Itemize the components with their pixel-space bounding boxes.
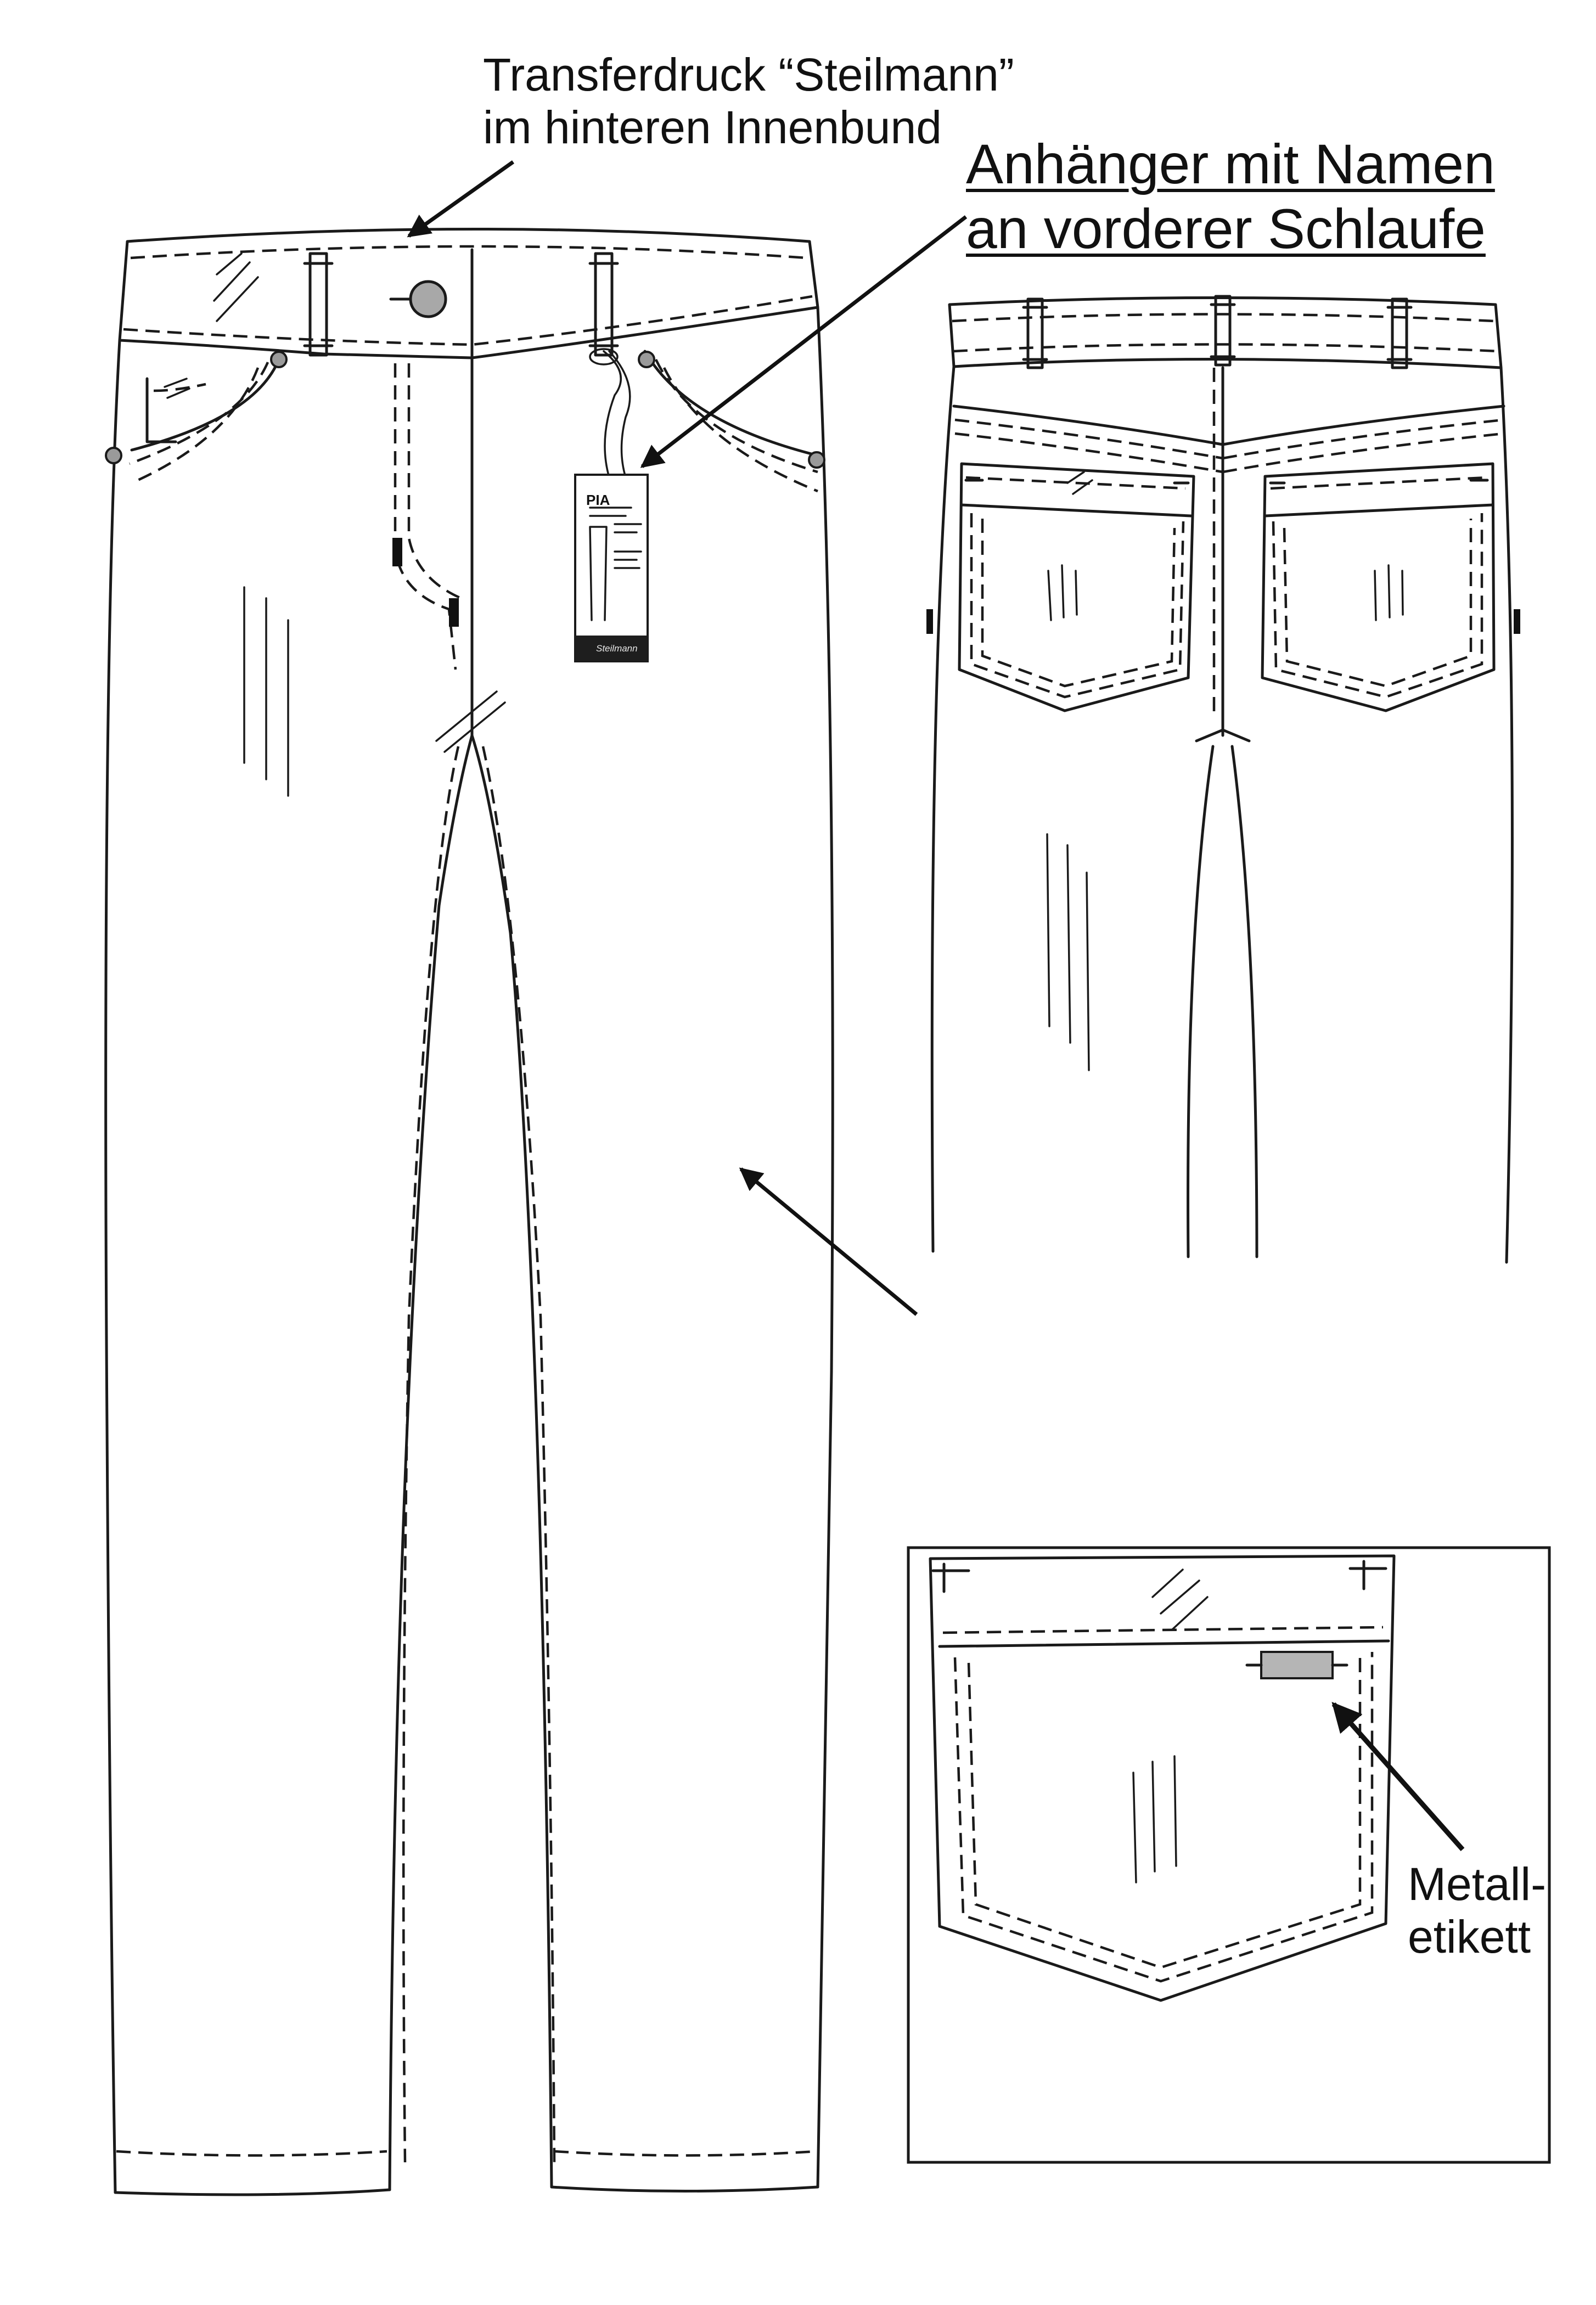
fly-stitching [394, 363, 457, 670]
front-right-leg-outline [816, 306, 834, 2189]
back-view-jeans [926, 295, 1520, 1264]
front-waistband [118, 228, 819, 359]
back-pocket-left [958, 462, 1195, 712]
pocket-detail-inset [907, 1546, 1551, 2164]
rivet [105, 447, 122, 464]
annotation-line: an vorderer Schlaufe [966, 198, 1486, 260]
annotation-line: Anhänger mit Namen [966, 133, 1495, 195]
back-right-leg-outline [1499, 366, 1514, 1264]
annotation-line: im hinteren Innenbund [483, 102, 942, 153]
belt-loop-right [594, 252, 614, 357]
hang-tag-brand: Steilmann [596, 643, 638, 654]
metal-label [1260, 1651, 1334, 1679]
back-pocket-right [1261, 462, 1496, 712]
front-view-jeans [104, 228, 834, 2196]
belt-loop-left [308, 252, 328, 357]
front-pocket-right [643, 350, 819, 457]
hang-tag-style-name: PIA [586, 492, 610, 508]
arrow-front-leg [739, 1167, 918, 1316]
arrow-hang-tag [640, 215, 968, 468]
rivet [270, 351, 288, 368]
annotation-line: etikett [1408, 1911, 1531, 1963]
arrow-transfer-print [407, 160, 515, 238]
annotation-metal-label: Metall- etikett [1408, 1858, 1546, 1963]
detail-pocket-outline [929, 1554, 1396, 2002]
back-left-leg-outline [930, 365, 956, 1253]
rivet [808, 451, 825, 469]
rivet [638, 351, 655, 368]
front-left-leg-outline [104, 339, 121, 2194]
detail-frame [907, 1546, 1551, 2164]
annotation-transfer-print: Transferdruck “Steilmann” im hinteren In… [483, 48, 1014, 154]
annotation-line: Metall- [1408, 1858, 1547, 1910]
annotation-hang-tag: Anhänger mit Namen an vorderer Schlaufe [966, 132, 1495, 261]
annotation-line: Transferdruck “Steilmann” [483, 49, 1014, 100]
arrow-metal-label [1331, 1701, 1465, 1851]
waistband-button [409, 280, 447, 318]
